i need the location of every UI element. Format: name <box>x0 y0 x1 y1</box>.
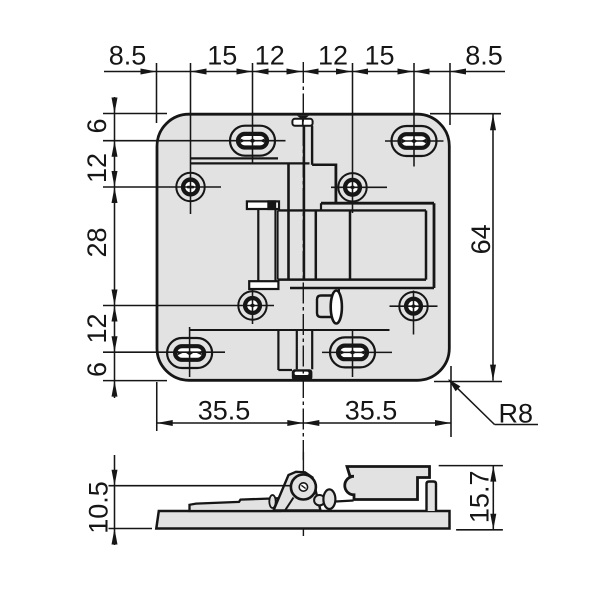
svg-text:10.5: 10.5 <box>83 481 113 534</box>
svg-text:12: 12 <box>82 153 112 183</box>
svg-text:35.5: 35.5 <box>345 396 398 426</box>
svg-text:64: 64 <box>466 224 496 254</box>
svg-text:8.5: 8.5 <box>109 41 147 71</box>
svg-text:15: 15 <box>207 41 237 71</box>
svg-text:12: 12 <box>82 313 112 343</box>
svg-text:28: 28 <box>82 227 112 257</box>
svg-text:6: 6 <box>82 362 112 377</box>
svg-text:35.5: 35.5 <box>198 396 251 426</box>
svg-text:6: 6 <box>82 118 112 133</box>
svg-text:8.5: 8.5 <box>465 41 503 71</box>
svg-text:R8: R8 <box>498 399 533 429</box>
svg-text:15: 15 <box>364 41 394 71</box>
svg-text:15.7: 15.7 <box>464 471 494 524</box>
svg-text:12: 12 <box>255 41 285 71</box>
svg-text:12: 12 <box>318 41 348 71</box>
